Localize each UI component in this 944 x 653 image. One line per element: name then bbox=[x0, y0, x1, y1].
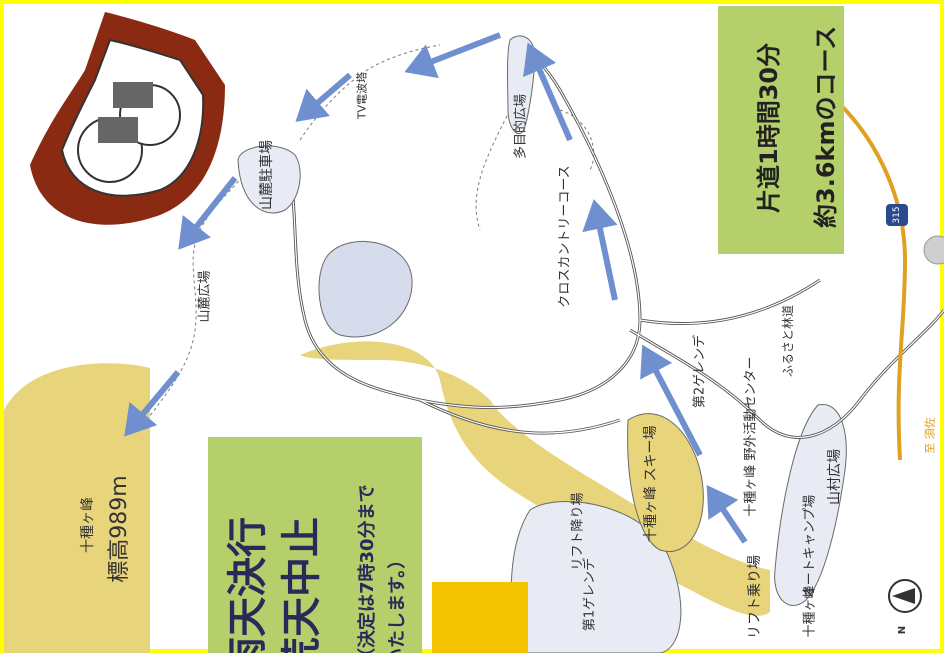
gray-marker bbox=[923, 235, 944, 265]
label-tv-tower: TV電波塔 bbox=[355, 71, 369, 120]
onigiri-illustration bbox=[30, 12, 225, 225]
north-label: N bbox=[897, 625, 908, 635]
banner-note-2: いたします。） bbox=[387, 550, 408, 653]
label-lift-bottom: リフト乗り場 bbox=[747, 555, 763, 639]
label-yamamura-plaza: 山村広場 bbox=[827, 449, 843, 505]
banner-rain-go: 雨天決行 bbox=[225, 517, 271, 653]
course-info-box: 片道1時間30分 約3.6kmのコース bbox=[718, 6, 844, 254]
direction-label: 至 須佐 bbox=[923, 417, 937, 454]
mountain-shape bbox=[4, 363, 150, 653]
course-distance: 約3.6kmのコース bbox=[812, 25, 840, 228]
orange-road bbox=[828, 93, 908, 461]
label-outdoor-center: 十種ヶ峰 野外活動センター bbox=[743, 356, 759, 517]
label-ski-area: 十種ヶ峰 スキー場 bbox=[643, 425, 659, 542]
label-furusato-road: ふるさと林道 bbox=[781, 305, 795, 378]
label-multipurpose-plaza: 多目的広場 bbox=[513, 94, 529, 160]
route-shield-number: 315 bbox=[892, 206, 902, 224]
slope-area-2 bbox=[627, 413, 704, 552]
compass-icon bbox=[888, 579, 922, 613]
label-second-slope: 第2ゲレンデ bbox=[692, 334, 708, 409]
roads-inner bbox=[284, 39, 944, 438]
pond bbox=[318, 240, 413, 338]
summit-elevation: 標高989m bbox=[107, 475, 132, 583]
label-first-slope: 第1ゲレンデ bbox=[582, 557, 598, 632]
label-camp-prefix: 十種ヶ峰 bbox=[802, 585, 818, 638]
course-duration: 片道1時間30分 bbox=[755, 42, 783, 213]
banner-note-1: （決定は7時30分まで bbox=[357, 484, 378, 653]
weather-banner: 雨天決行 荒天中止 （決定は7時30分まで いたします。） bbox=[208, 437, 422, 653]
label-cross-country: クロスカントリーコース bbox=[557, 165, 573, 308]
banner-storm-cancel: 荒天中止 bbox=[279, 517, 325, 653]
summit-name: 十種ヶ峰 bbox=[80, 497, 96, 553]
roads bbox=[283, 38, 944, 439]
route-arrows bbox=[124, 32, 748, 544]
slope-area-1 bbox=[510, 501, 682, 653]
foot-parking-area bbox=[237, 145, 301, 214]
route-shield: 315 bbox=[886, 204, 908, 226]
label-foot-parking: 山麓駐車場 bbox=[259, 140, 275, 210]
yellow-box bbox=[432, 582, 528, 653]
yamamura-plaza-area bbox=[774, 404, 847, 606]
label-foot-plaza: 山麓広場 bbox=[197, 270, 213, 323]
